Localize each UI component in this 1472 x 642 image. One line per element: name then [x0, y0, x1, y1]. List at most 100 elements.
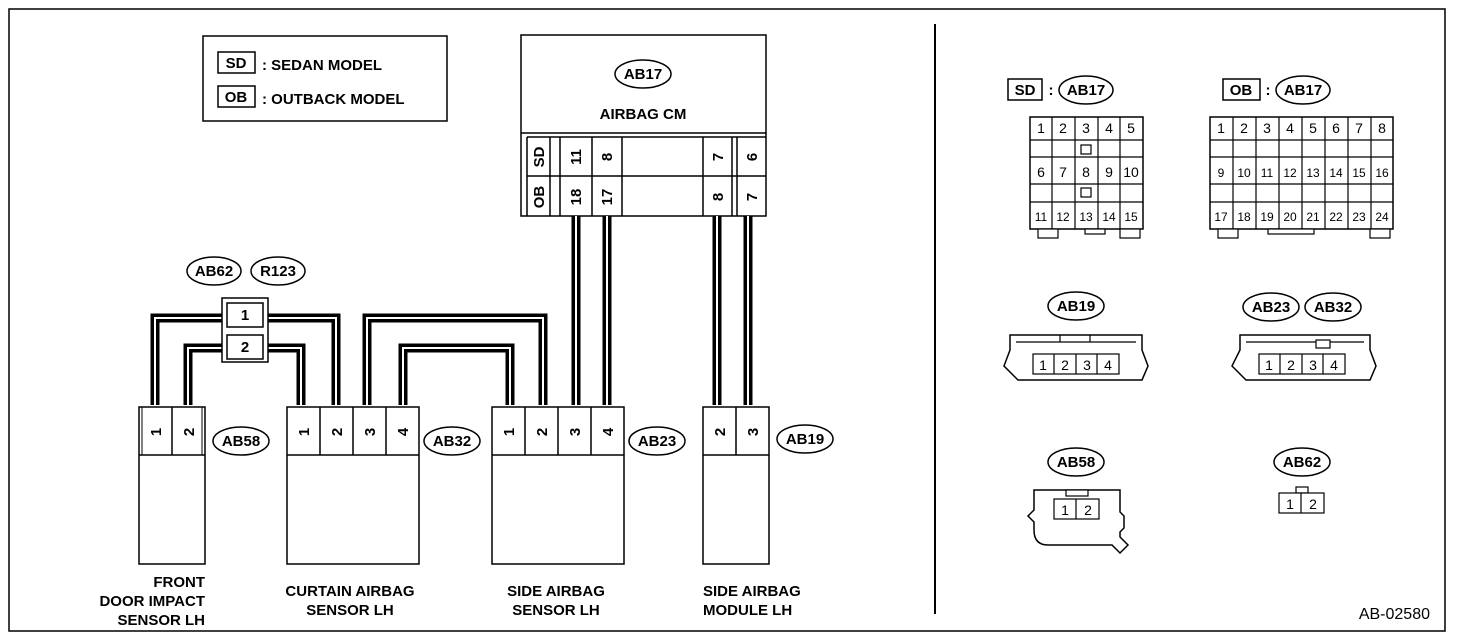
sensor-ab19: 2 3 AB19 SIDE AIRBAG MODULE LH — [702, 406, 834, 619]
ab58-pin: 2 — [181, 428, 198, 436]
sd-ab17-pin: 11 — [1035, 210, 1048, 224]
sensor-ab23: 1 2 3 4 AB23 SIDE AIRBAG SENSOR LH — [491, 406, 686, 619]
ab19-view-pin: 3 — [1083, 357, 1091, 373]
joint-code: R123 — [260, 263, 296, 280]
ab58-name: SENSOR LH — [117, 612, 205, 629]
ab23-name: SIDE AIRBAG — [507, 583, 605, 600]
ab19-view-code-oval — [1047, 291, 1105, 321]
cm-ob-pin: 7 — [744, 193, 761, 201]
ab19-name: SIDE AIRBAG — [703, 583, 801, 600]
sensor-ab58: 1 2 AB58 FRONT DOOR IMPACT SENSOR LH — [99, 406, 270, 629]
ab58-name: DOOR IMPACT — [99, 593, 205, 610]
sd-ab17-pin: 2 — [1059, 120, 1067, 136]
ab23-pin: 4 — [600, 427, 617, 436]
ab23-pin: 3 — [567, 428, 584, 436]
ab32-code: AB32 — [433, 433, 471, 450]
sd-ab17-pin: 7 — [1059, 164, 1067, 180]
legend: SD : SEDAN MODEL OB : OUTBACK MODEL — [202, 35, 448, 122]
ob-ab17-pin: 24 — [1375, 210, 1389, 224]
joint-pin: 2 — [241, 339, 249, 356]
ab58-name: FRONT — [153, 574, 205, 591]
ob-ab17-pin: 7 — [1355, 120, 1363, 136]
sd-ab17-pin: 5 — [1127, 120, 1135, 136]
legend-ob-code: OB — [225, 89, 248, 106]
sd-ab17-pin: 8 — [1082, 164, 1090, 180]
ab23-code: AB23 — [638, 433, 676, 450]
ob-ab17-pin: 22 — [1329, 210, 1343, 224]
ab58-code-oval — [212, 426, 270, 456]
ab23-view-pin: 3 — [1309, 357, 1317, 373]
ob-ab17-pin: 20 — [1283, 210, 1297, 224]
cm-ob-pin: 8 — [710, 193, 727, 201]
airbag-cm-title: AIRBAG CM — [600, 106, 687, 123]
ab58-code: AB58 — [222, 433, 260, 450]
connector-ab58: AB58 1 2 — [1026, 447, 1130, 555]
joint-code-oval — [250, 256, 306, 286]
ob-ab17-pin: 16 — [1375, 166, 1389, 180]
joint-code-oval — [186, 256, 242, 286]
sd-ab17-pin: 14 — [1102, 210, 1116, 224]
legend-sd-box — [217, 51, 256, 74]
figure-id: AB-02580 — [1359, 606, 1430, 623]
ab23-view-pin: 2 — [1287, 357, 1295, 373]
ab19-view-pin: 4 — [1104, 357, 1112, 373]
ab58-view-pin: 1 — [1061, 502, 1069, 518]
sensor-ab32: 1 2 3 4 AB32 CURTAIN AIRBAG SENSOR LH — [285, 406, 481, 619]
airbag-cm: AB17 AIRBAG CM SD OB 11 8 7 6 18 17 8 7 — [520, 34, 767, 217]
sd-ab17-pin: 6 — [1037, 164, 1045, 180]
ab23-name: SENSOR LH — [512, 602, 600, 619]
sd-ab17-pin: 1 — [1037, 120, 1045, 136]
ob-ab17-code: AB17 — [1284, 82, 1322, 99]
sd-ab17-code: AB17 — [1067, 82, 1105, 99]
joint-pin: 1 — [241, 307, 249, 324]
cm-row-ob-label: OB — [531, 186, 548, 209]
cm-row-sd-label: SD — [531, 146, 548, 167]
ab19-view-pin: 2 — [1061, 357, 1069, 373]
ob-ab17-pin: 11 — [1261, 166, 1274, 180]
ob-ab17-pin: 23 — [1352, 210, 1366, 224]
connector-ab19: AB19 1 2 3 4 — [1003, 291, 1149, 381]
sd-sep: : — [1049, 82, 1054, 99]
ob-ab17-pin: 2 — [1240, 120, 1248, 136]
connector-ob-ab17: OB : AB17 1 2 3 4 5 6 7 8 9 10 11 — [1209, 75, 1394, 239]
wires — [150, 216, 753, 405]
ob-ab17-pin: 13 — [1306, 166, 1320, 180]
ob-ab17-pin: 1 — [1217, 120, 1225, 136]
ob-model-box: OB — [1230, 82, 1253, 99]
ab19-pin: 2 — [712, 428, 729, 436]
ob-ab17-pin: 21 — [1306, 210, 1320, 224]
ab23-pin: 1 — [501, 428, 518, 436]
ob-ab17-pin: 8 — [1378, 120, 1386, 136]
ob-ab17-pin: 3 — [1263, 120, 1271, 136]
ab23-view-code-oval — [1242, 292, 1300, 322]
ob-ab17-pin: 5 — [1309, 120, 1317, 136]
ab32-pin: 2 — [329, 428, 346, 436]
cm-sd-pin: 11 — [568, 149, 585, 165]
ab23-view-pin: 4 — [1330, 357, 1338, 373]
ab19-view-pin: 1 — [1039, 357, 1047, 373]
ob-ab17-pin: 12 — [1283, 166, 1297, 180]
connector-ab62: AB62 1 2 — [1273, 447, 1331, 514]
ab19-name: MODULE LH — [703, 602, 792, 619]
ob-ab17-pin: 19 — [1260, 210, 1274, 224]
ab58-view-code: AB58 — [1057, 454, 1095, 471]
sd-ab17-pin: 15 — [1124, 210, 1138, 224]
cm-sd-pin: 8 — [599, 153, 616, 161]
joint-connector: AB62 R123 1 2 — [186, 256, 306, 363]
ab32-name: SENSOR LH — [306, 602, 394, 619]
ab23-pin: 2 — [534, 428, 551, 436]
sd-ab17-pin: 9 — [1105, 164, 1113, 180]
ab58-pin: 1 — [148, 428, 165, 436]
legend-ob-box — [217, 85, 256, 108]
ob-ab17-pin: 9 — [1218, 166, 1225, 180]
ab32-pin: 4 — [395, 427, 412, 436]
ab19-pin: 3 — [745, 428, 762, 436]
ab23-view-code: AB23 — [1252, 299, 1290, 316]
cm-sd-pin: 7 — [710, 153, 727, 161]
airbag-cm-code: AB17 — [624, 66, 662, 83]
sd-ab17-pin: 12 — [1056, 210, 1070, 224]
ab32-name: CURTAIN AIRBAG — [285, 583, 414, 600]
ob-sep: : — [1266, 82, 1271, 99]
ab23-view-pin: 1 — [1265, 357, 1273, 373]
legend-ob-text: : OUTBACK MODEL — [262, 91, 405, 108]
